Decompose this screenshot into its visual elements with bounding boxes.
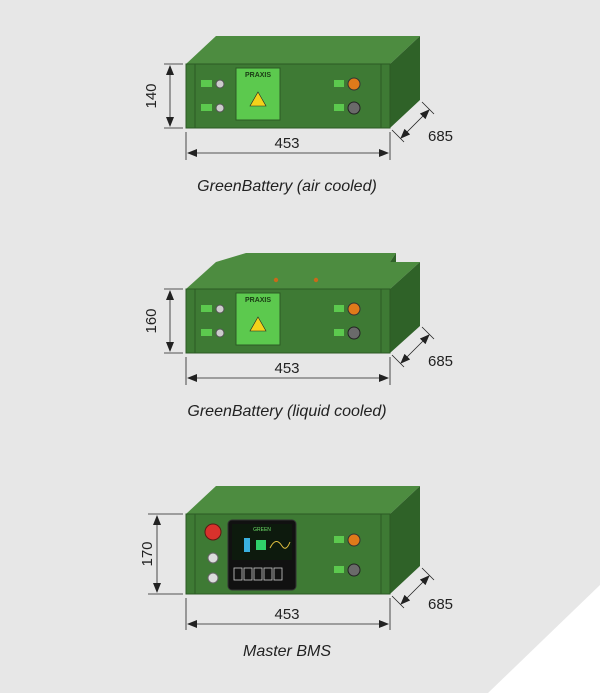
port-label bbox=[201, 80, 212, 87]
data-connector bbox=[215, 103, 225, 113]
cooling-plate-top bbox=[216, 253, 396, 262]
width-label: 453 bbox=[274, 606, 299, 623]
unit-air-cooled: PRAXIS bbox=[185, 36, 420, 129]
unit-liquid-cooled: PRAXIS bbox=[185, 253, 420, 354]
height-label: 140 bbox=[143, 83, 160, 108]
dimensions-air-cooled: 140 453 685 bbox=[143, 63, 453, 160]
emergency-stop-icon bbox=[204, 523, 222, 541]
positive-terminal bbox=[347, 77, 361, 91]
port-label bbox=[334, 80, 344, 87]
toggle-switch-icon bbox=[207, 552, 219, 564]
height-label: 160 bbox=[143, 308, 160, 333]
coolant-port bbox=[313, 277, 319, 283]
warning-icon bbox=[249, 91, 267, 107]
data-connector bbox=[215, 304, 225, 314]
extension-line bbox=[421, 326, 435, 340]
depth-dimension-line bbox=[400, 109, 430, 139]
depth-label: 685 bbox=[428, 128, 453, 145]
case-top bbox=[186, 262, 420, 289]
caption-master-bms: Master BMS bbox=[243, 643, 331, 660]
port-label bbox=[334, 305, 344, 312]
height-label: 170 bbox=[139, 541, 156, 566]
case-side bbox=[390, 262, 420, 353]
corner-accent bbox=[488, 585, 600, 693]
negative-terminal bbox=[347, 101, 361, 115]
port-label bbox=[334, 566, 344, 573]
port-label bbox=[334, 536, 344, 543]
positive-terminal bbox=[347, 302, 361, 316]
width-label: 453 bbox=[274, 135, 299, 152]
extension-line bbox=[391, 129, 405, 143]
case-top bbox=[186, 486, 420, 514]
dimensions-liquid-cooled: 160 453 685 bbox=[143, 288, 453, 385]
screen-graph-icon bbox=[269, 541, 291, 549]
coolant-port bbox=[273, 277, 279, 283]
caption-air-cooled: GreenBattery (air cooled) bbox=[197, 178, 377, 195]
screen-gauge-icon bbox=[244, 538, 250, 552]
brand-text: PRAXIS bbox=[245, 72, 271, 79]
port-label bbox=[334, 329, 344, 336]
port-label bbox=[201, 104, 212, 111]
dimensions-master-bms: 170 453 685 bbox=[139, 513, 453, 630]
depth-label: 685 bbox=[428, 596, 453, 613]
case-top bbox=[186, 36, 420, 64]
screen-brand: GREEN bbox=[253, 527, 271, 533]
case-side bbox=[390, 36, 420, 128]
extension-line bbox=[391, 354, 405, 368]
warning-icon bbox=[249, 316, 267, 332]
brand-text: PRAXIS bbox=[245, 297, 271, 304]
extension-line bbox=[421, 101, 435, 115]
case-front bbox=[185, 63, 391, 129]
extension-line bbox=[391, 595, 405, 609]
width-label: 453 bbox=[274, 360, 299, 377]
port-label bbox=[334, 104, 344, 111]
positive-terminal bbox=[347, 533, 361, 547]
screen-gauge-icon bbox=[256, 540, 266, 550]
data-connector bbox=[215, 79, 225, 89]
port-label bbox=[201, 305, 212, 312]
data-connector bbox=[215, 328, 225, 338]
depth-dimension-line bbox=[400, 334, 430, 364]
depth-dimension-line bbox=[400, 575, 430, 605]
caption-liquid-cooled: GreenBattery (liquid cooled) bbox=[187, 403, 386, 420]
port-label bbox=[201, 329, 212, 336]
toggle-switch-icon bbox=[207, 572, 219, 584]
negative-terminal bbox=[347, 326, 361, 340]
screen-soft-keys bbox=[233, 567, 283, 581]
case-front bbox=[185, 288, 391, 354]
case-side bbox=[390, 486, 420, 594]
depth-label: 685 bbox=[428, 353, 453, 370]
extension-line bbox=[421, 567, 435, 581]
unit-master-bms: GREEN bbox=[185, 486, 420, 595]
negative-terminal bbox=[347, 563, 361, 577]
